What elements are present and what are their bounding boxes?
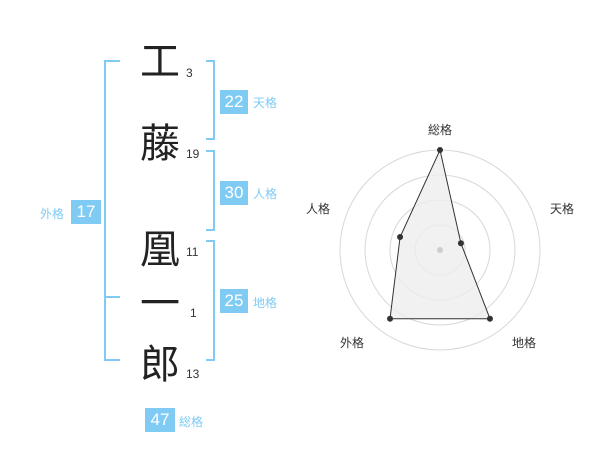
jinkaku-value: 30: [220, 181, 248, 205]
soukaku-value: 47: [145, 408, 175, 432]
stroke-count-2: 19: [186, 147, 200, 161]
name-char-2: 藤: [140, 121, 180, 167]
jinkaku-label: 人格: [253, 187, 278, 201]
radar-axis-label-5: 人格: [306, 201, 330, 216]
radar-axis-label-3: 地格: [512, 335, 536, 350]
name-char-5: 郎: [140, 342, 180, 388]
radar-point-3: [486, 315, 493, 322]
radar-point-1: [437, 147, 443, 153]
name-char-3: 凰: [140, 227, 180, 273]
chikaku-label: 地格: [253, 296, 278, 310]
stroke-count-4: 1: [190, 306, 197, 320]
gaikaku-label: 外格: [40, 207, 65, 221]
tenkaku-label: 天格: [253, 96, 278, 110]
stroke-count-1: 3: [186, 66, 193, 80]
radar-point-2: [457, 240, 464, 247]
tenkaku-value: 22: [220, 90, 248, 114]
radar-axis-label-1: 総格: [428, 122, 452, 137]
radar-point-5: [397, 234, 404, 241]
soukaku-label: 総格: [179, 415, 204, 429]
chikaku-value: 25: [220, 289, 248, 313]
gaikaku-value: 17: [71, 200, 101, 224]
name-char-1: 工: [140, 39, 180, 85]
radar-point-4: [387, 315, 394, 322]
name-char-4: 一: [140, 281, 180, 327]
radar-center-marker: [437, 247, 443, 253]
stroke-count-3: 11: [186, 245, 199, 259]
radar-axis-label-2: 天格: [550, 201, 574, 216]
stroke-count-5: 13: [186, 367, 200, 381]
radar-axis-label-4: 外格: [340, 335, 364, 350]
radar-polygon: [389, 148, 491, 320]
